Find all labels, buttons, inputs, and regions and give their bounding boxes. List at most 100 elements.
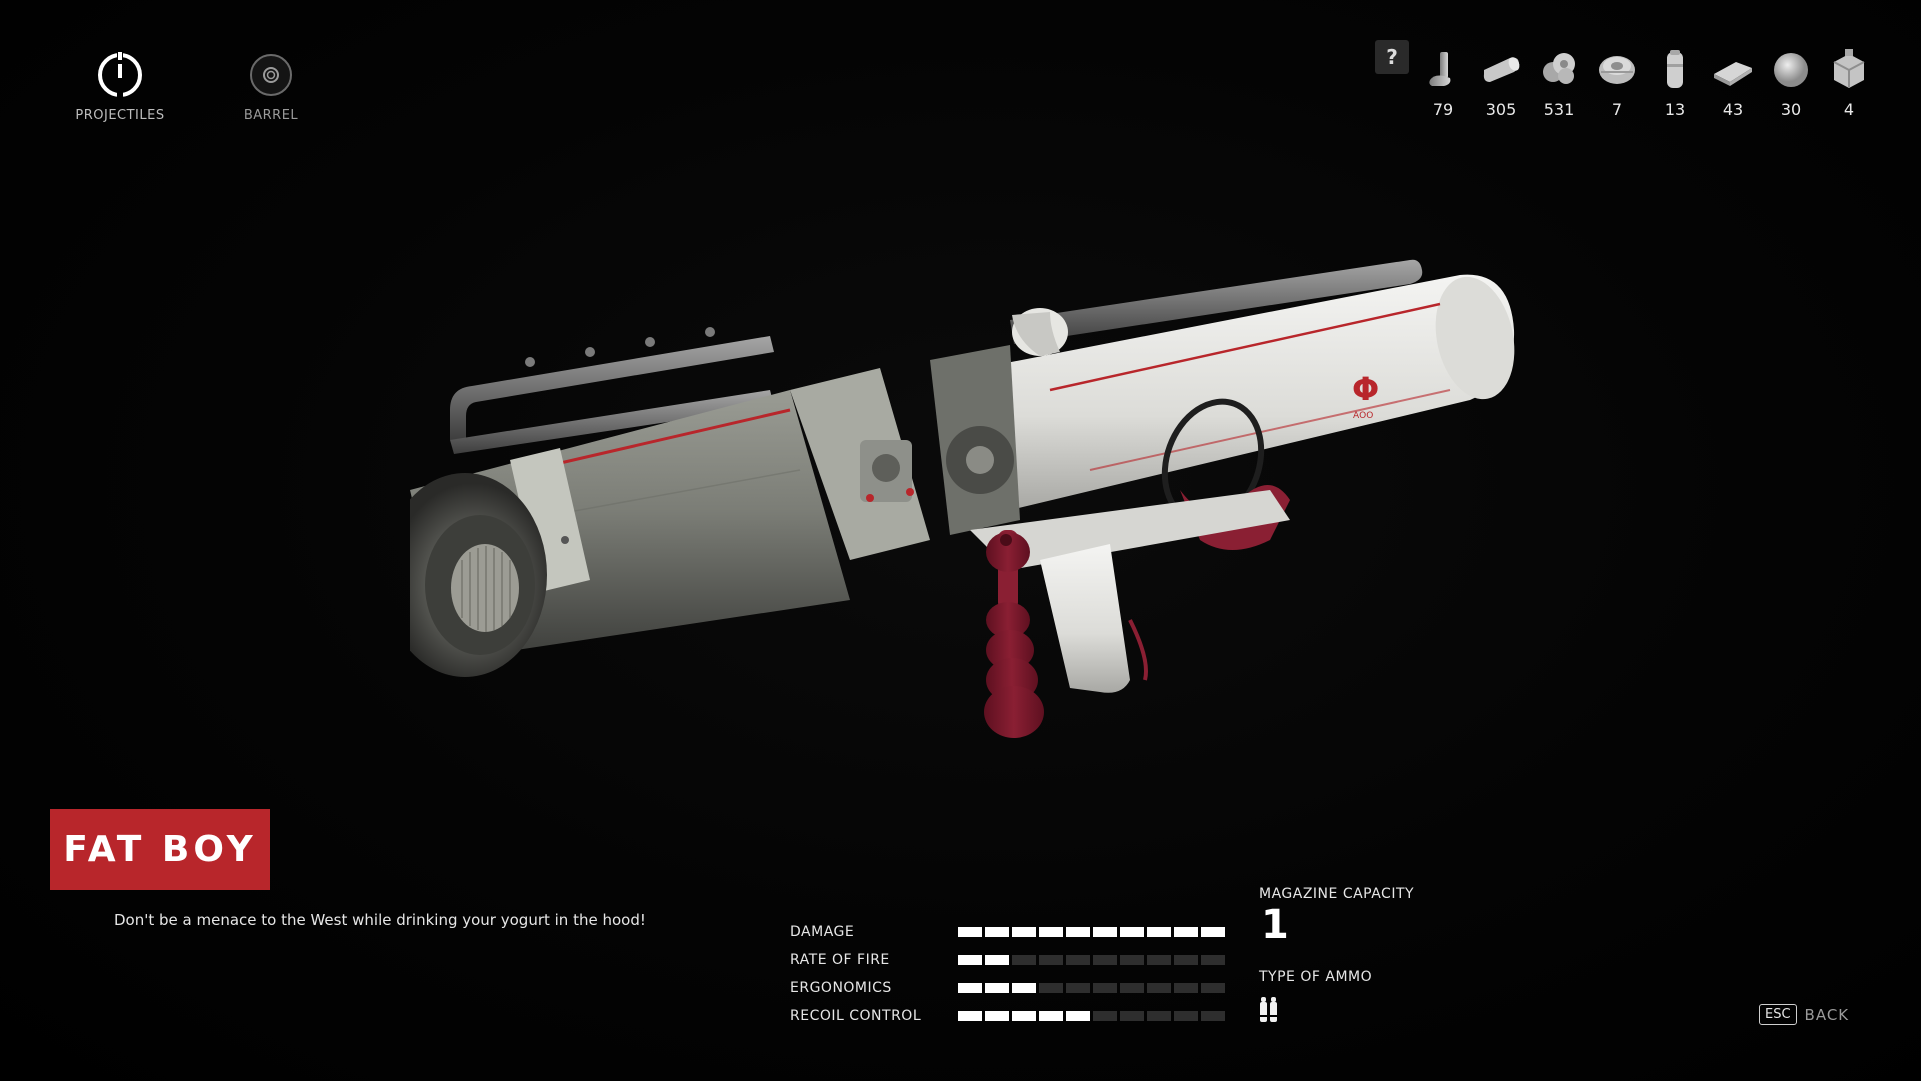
plate-icon xyxy=(1714,62,1752,86)
weapon-model: Φ АОО xyxy=(410,259,1515,738)
stat-bar-segment xyxy=(1147,1011,1171,1021)
svg-text:Φ: Φ xyxy=(1352,370,1379,408)
stat-bar-segment xyxy=(958,927,982,937)
stat-bar-segment xyxy=(985,955,1009,965)
resource-count: 7 xyxy=(1611,100,1623,119)
tab-projectiles[interactable]: PROJECTILES xyxy=(68,50,172,123)
spring-coil-icon xyxy=(1599,56,1635,84)
stat-bar-segment xyxy=(1039,983,1063,993)
stat-label: RATE OF FIRE xyxy=(790,952,890,968)
magazine-capacity-value: 1 xyxy=(1261,902,1289,948)
stat-bar xyxy=(958,1011,1225,1021)
gear-cluster-icon xyxy=(1543,53,1575,84)
stat-bar-segment xyxy=(1120,955,1144,965)
stat-bar-segment xyxy=(1066,983,1090,993)
stat-bar-segment xyxy=(1174,955,1198,965)
resource-item: 13 xyxy=(1646,46,1704,119)
stat-bar-segment xyxy=(1147,983,1171,993)
stat-bar-segment xyxy=(1120,1011,1144,1021)
shells-icon xyxy=(1260,997,1277,1022)
stat-bar-segment xyxy=(1201,927,1225,937)
resource-item: 305 xyxy=(1472,46,1530,119)
weapon-name: FAT BOY xyxy=(63,829,257,870)
resource-count: 43 xyxy=(1722,100,1744,119)
back-button[interactable]: ESC BACK xyxy=(1759,1004,1849,1025)
stat-bar-segment xyxy=(1012,983,1036,993)
stat-bar-segment xyxy=(1201,983,1225,993)
stat-bar-segment xyxy=(1093,983,1117,993)
stat-bar xyxy=(958,955,1225,965)
resource-item: 30 xyxy=(1762,46,1820,119)
stat-bar-segment xyxy=(1012,955,1036,965)
resource-count: 531 xyxy=(1543,100,1575,119)
stats-panel: DAMAGE RATE OF FIRE ERGONOMICS RECOIL CONTR… xyxy=(790,918,1225,1030)
back-label: BACK xyxy=(1804,1005,1850,1024)
stat-bar-segment xyxy=(1012,1011,1036,1021)
stat-label: RECOIL CONTROL xyxy=(790,1008,922,1024)
resource-count: 30 xyxy=(1780,100,1802,119)
resource-count: 13 xyxy=(1664,100,1686,119)
ammo-type-label: TYPE OF AMMO xyxy=(1259,969,1373,985)
stat-label: ERGONOMICS xyxy=(790,980,892,996)
stat-bar-segment xyxy=(1147,927,1171,937)
projectiles-icon xyxy=(98,50,142,100)
barrel-icon xyxy=(250,54,292,96)
stat-bar xyxy=(958,983,1225,993)
stat-bar-segment xyxy=(958,1011,982,1021)
stat-bar xyxy=(958,927,1225,937)
stat-row: DAMAGE xyxy=(790,918,1225,946)
tube-part-icon xyxy=(1483,57,1520,82)
resource-bar: 79 305 531 7 xyxy=(1414,46,1878,119)
stat-bar-segment xyxy=(1174,927,1198,937)
resource-count: 305 xyxy=(1485,100,1517,119)
resource-count: 79 xyxy=(1432,100,1454,119)
stat-row: RECOIL CONTROL xyxy=(790,1002,1225,1030)
magazine-capacity-label: MAGAZINE CAPACITY xyxy=(1259,886,1415,902)
weapon-name-banner: FAT BOY xyxy=(50,809,270,890)
resource-item: 7 xyxy=(1588,46,1646,119)
stat-bar-segment xyxy=(1039,955,1063,965)
resource-item: 531 xyxy=(1530,46,1588,119)
resource-item: 79 xyxy=(1414,46,1472,119)
stat-bar-segment xyxy=(958,983,982,993)
esc-key-hint: ESC xyxy=(1759,1004,1797,1025)
stat-bar-segment xyxy=(985,983,1009,993)
sphere-icon xyxy=(1774,53,1808,87)
stat-bar-segment xyxy=(1174,983,1198,993)
stat-bar-segment xyxy=(985,927,1009,937)
tab-label: BARREL xyxy=(243,108,299,123)
canister-icon xyxy=(1667,50,1683,88)
stat-label: DAMAGE xyxy=(790,924,855,940)
resource-count: 4 xyxy=(1843,100,1855,119)
tab-label: PROJECTILES xyxy=(75,108,165,123)
svg-text:АОО: АОО xyxy=(1353,411,1373,421)
bolt-part-icon xyxy=(1429,52,1451,86)
stat-bar-segment xyxy=(1093,927,1117,937)
stat-row: ERGONOMICS xyxy=(790,974,1225,1002)
stat-bar-segment xyxy=(1039,927,1063,937)
stat-bar-segment xyxy=(1093,955,1117,965)
stat-bar-segment xyxy=(1201,1011,1225,1021)
stat-bar-segment xyxy=(1066,927,1090,937)
stat-bar-segment xyxy=(1039,1011,1063,1021)
stat-bar-segment xyxy=(985,1011,1009,1021)
stat-bar-segment xyxy=(1147,955,1171,965)
weapon-description: Don't be a menace to the West while drin… xyxy=(114,911,646,929)
stat-row: RATE OF FIRE xyxy=(790,946,1225,974)
stat-bar-segment xyxy=(1066,1011,1090,1021)
emblem: Φ АОО xyxy=(1352,370,1379,421)
core-module-icon xyxy=(1833,49,1865,88)
stat-bar-segment xyxy=(1201,955,1225,965)
stat-bar-segment xyxy=(958,955,982,965)
stat-bar-segment xyxy=(1093,1011,1117,1021)
stat-bar-segment xyxy=(1120,927,1144,937)
stat-bar-segment xyxy=(1012,927,1036,937)
tab-barrel[interactable]: BARREL xyxy=(226,50,316,123)
stat-bar-segment xyxy=(1174,1011,1198,1021)
foregrip xyxy=(984,530,1044,738)
resource-item: 4 xyxy=(1820,46,1878,119)
resource-item: 43 xyxy=(1704,46,1762,119)
help-button[interactable]: ? xyxy=(1375,40,1409,74)
stat-bar-segment xyxy=(1120,983,1144,993)
